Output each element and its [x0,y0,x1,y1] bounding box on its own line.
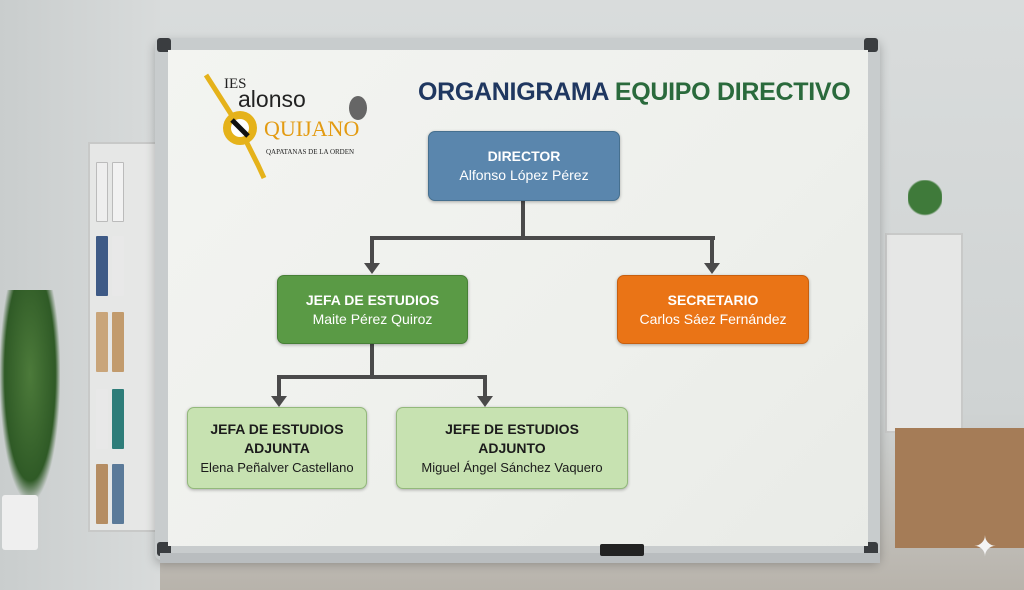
node-director: DIRECTOR Alfonso López Pérez [428,131,620,201]
node-name: Carlos Sáez Fernández [639,310,787,327]
connector [370,236,374,264]
connector [370,344,374,378]
node-secretario: SECRETARIO Carlos Sáez Fernández [617,275,809,344]
marker-tray [160,553,880,563]
connector [710,236,714,264]
arrow-down-icon [364,263,380,274]
node-role-line1: JEFE DE ESTUDIOS [445,420,579,437]
connector [370,236,715,240]
node-name: Alfonso López Pérez [459,167,589,183]
desk [895,428,1024,548]
frame-corner [864,38,878,52]
logo-emblem-icon [203,73,367,180]
node-role-line2: ADJUNTA [244,439,310,456]
frame-corner [157,38,171,52]
arrow-down-icon [704,263,720,274]
node-jefe-adjunto: JEFE DE ESTUDIOS ADJUNTO Miguel Ángel Sá… [396,407,628,489]
logo-tagline: QAPATANAS DE LA ORDEN [266,148,355,156]
logo-quijano: QUIJANO [264,116,360,141]
connector [521,201,525,239]
bookshelf-right [885,233,963,433]
connector [483,375,487,397]
eraser [600,544,644,556]
node-role: SECRETARIO [667,291,759,308]
sparkle-icon: ✦ [973,531,997,562]
school-logo: IES alonso QUIJANO QAPATANAS DE LA ORDEN [198,70,373,180]
node-jefa-estudios: JEFA DE ESTUDIOS Maite Pérez Quiroz [277,275,468,344]
logo-ies: IES [224,76,247,92]
arrow-down-icon [477,396,493,407]
title-part1: ORGANIGRAMA [418,78,609,106]
logo-alonso: alonso [238,86,306,112]
node-role: DIRECTOR [487,148,561,164]
node-jefa-adjunta: JEFA DE ESTUDIOS ADJUNTA Elena Peñalver … [187,407,367,489]
plant [0,290,60,500]
plant-pot [2,495,38,550]
connector [277,375,281,397]
frame-corner [157,542,171,556]
node-role-line2: ADJUNTO [478,439,546,456]
title-part2: EQUIPO DIRECTIVO [614,78,851,106]
bookshelf-left [88,142,158,532]
connector [277,375,487,379]
page-title: ORGANIGRAMA EQUIPO DIRECTIVO [418,78,851,107]
node-name: Elena Peñalver Castellano [200,459,354,475]
arrow-down-icon [271,396,287,407]
small-plant [908,180,942,230]
node-role-line1: JEFA DE ESTUDIOS [210,420,344,437]
node-name: Maite Pérez Quiroz [312,310,433,327]
node-role: JEFA DE ESTUDIOS [305,291,440,308]
node-name: Miguel Ángel Sánchez Vaquero [421,459,603,475]
